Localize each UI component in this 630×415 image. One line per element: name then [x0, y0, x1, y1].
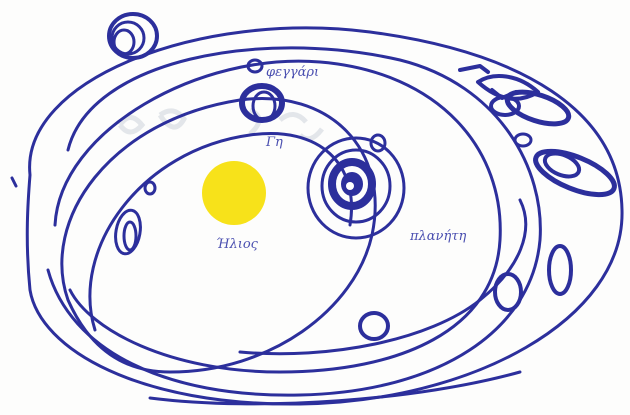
earth-label: Γη — [265, 135, 283, 150]
right-orbit-strokes — [240, 200, 526, 354]
sun-label: Ήλιος — [216, 237, 259, 252]
earth-orbit — [62, 99, 375, 372]
outer-orbit-2 — [48, 48, 540, 395]
planet-label: πλανήτη — [409, 229, 466, 244]
sun — [202, 161, 266, 225]
ringed-planet — [308, 138, 404, 238]
moon-label: φεγγάρι — [266, 65, 319, 80]
earth-planet — [242, 86, 282, 120]
top-left-planet — [109, 14, 157, 58]
stray-mark — [12, 178, 16, 186]
inner-orbit — [90, 133, 352, 330]
right-planet-2 — [549, 246, 571, 294]
right-planet-1 — [495, 274, 521, 310]
bottom-planet — [360, 313, 388, 339]
